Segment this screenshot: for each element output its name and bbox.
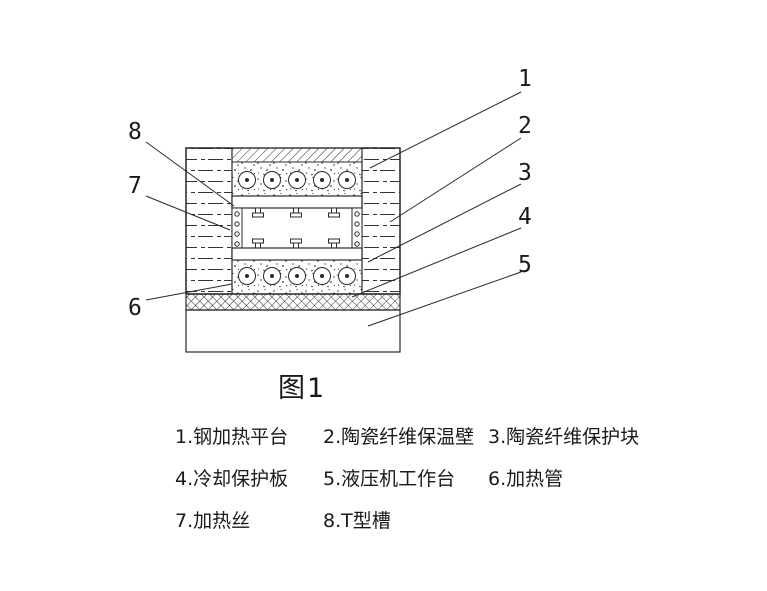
heating-wire-strips bbox=[231, 207, 363, 249]
leader-lines bbox=[145, 91, 522, 327]
leader-line-5 bbox=[367, 271, 522, 327]
legend-item-4: 4.冷却保护板 bbox=[175, 468, 289, 490]
legend-item-1: 1.钢加热平台 bbox=[175, 426, 289, 448]
technical-diagram: 1 2 3 4 5 8 7 6 bbox=[128, 66, 532, 353]
top-platen bbox=[231, 195, 363, 209]
leader-line-6 bbox=[145, 283, 233, 301]
leader-line-8 bbox=[145, 141, 235, 207]
callout-6: 6 bbox=[128, 295, 142, 321]
legend-item-8: 8.T型槽 bbox=[323, 510, 391, 532]
callout-5: 5 bbox=[518, 252, 532, 278]
callout-8: 8 bbox=[128, 119, 142, 145]
heating-tubes-top bbox=[238, 171, 356, 189]
leader-line-1 bbox=[369, 91, 522, 169]
t-slots-bottom bbox=[252, 238, 340, 249]
callout-2: 2 bbox=[518, 113, 532, 139]
leader-line-3 bbox=[367, 183, 522, 263]
parts-legend: 1.钢加热平台 2.陶瓷纤维保温壁 3.陶瓷纤维保护块 4.冷却保护板 5.液压… bbox=[175, 426, 750, 552]
furnace-outline bbox=[185, 147, 401, 295]
callout-7: 7 bbox=[128, 173, 142, 199]
legend-item-3: 3.陶瓷纤维保护块 bbox=[488, 426, 640, 448]
leader-line-7 bbox=[145, 195, 231, 231]
hydraulic-worktable bbox=[185, 309, 401, 353]
heating-tubes-bottom bbox=[238, 267, 356, 285]
legend-row-1: 1.钢加热平台 2.陶瓷纤维保温壁 3.陶瓷纤维保护块 bbox=[175, 426, 750, 448]
insulation-wall-right bbox=[361, 147, 401, 295]
legend-item-7: 7.加热丝 bbox=[175, 510, 251, 532]
bottom-platen bbox=[231, 247, 363, 261]
top-hatch-band bbox=[231, 147, 363, 163]
legend-item-6: 6.加热管 bbox=[488, 468, 564, 490]
legend-row-3: 7.加热丝 8.T型槽 bbox=[175, 510, 750, 532]
callout-4: 4 bbox=[518, 204, 532, 230]
callout-1: 1 bbox=[518, 66, 532, 92]
cooling-protection-plate bbox=[185, 293, 401, 311]
legend-row-2: 4.冷却保护板 5.液压机工作台 6.加热管 bbox=[175, 468, 750, 490]
t-slots-top bbox=[252, 207, 340, 218]
leader-line-4 bbox=[351, 227, 522, 298]
figure-caption: 图1 bbox=[278, 373, 327, 404]
leader-line-2 bbox=[389, 137, 522, 223]
legend-item-5: 5.液压机工作台 bbox=[323, 468, 456, 490]
callout-3: 3 bbox=[518, 160, 532, 186]
legend-item-2: 2.陶瓷纤维保温壁 bbox=[323, 426, 475, 448]
